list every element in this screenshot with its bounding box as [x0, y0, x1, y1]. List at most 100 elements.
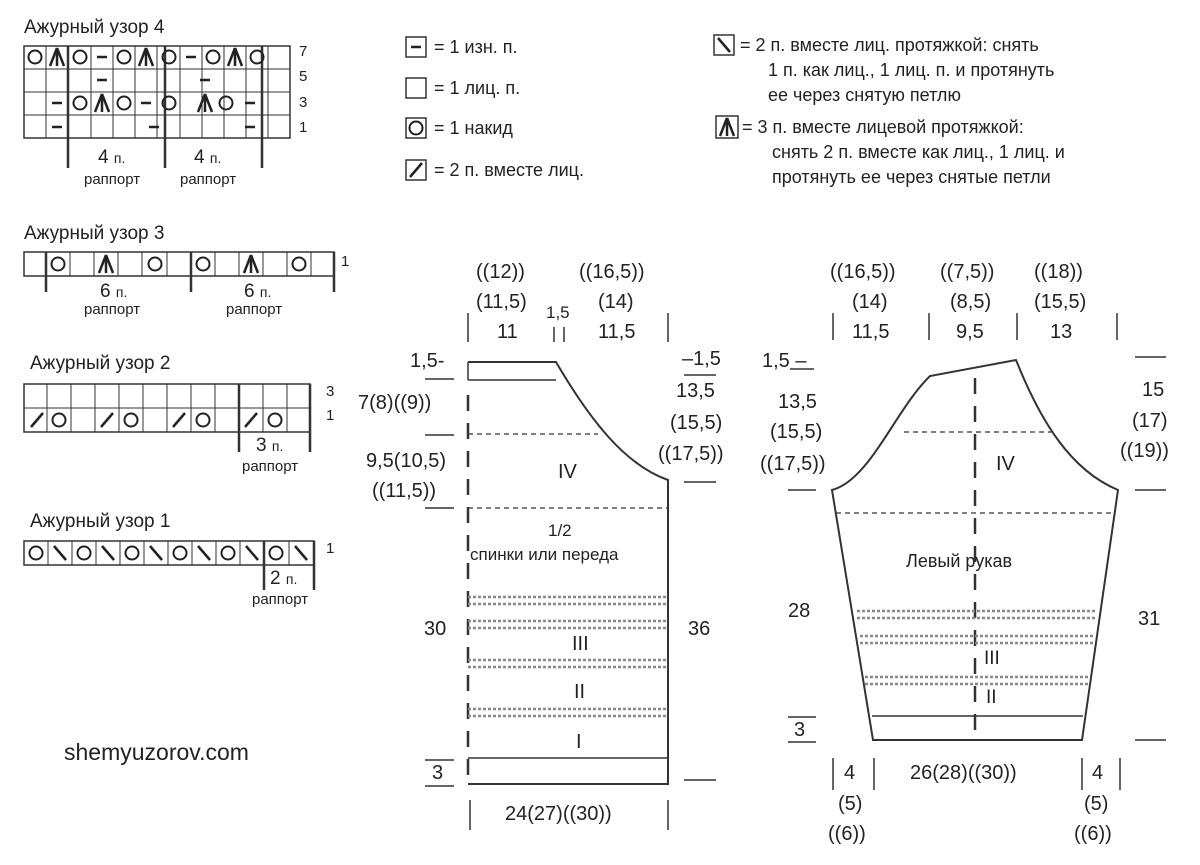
- sleeve-left-top: 1,5 –: [762, 350, 807, 372]
- sleeve-zone-ii: II: [986, 687, 997, 708]
- legend-purl-text: = 1 изн. п.: [434, 37, 518, 57]
- body-right-a2: (15,5): [670, 412, 723, 434]
- legend-cdd-text-3: протянуть ее через снятые петли: [772, 167, 1051, 187]
- body-top-right-2: (14): [598, 291, 634, 313]
- sleeve-top-1c: 11,5: [852, 321, 890, 343]
- body-top-right-3: 11,5: [598, 321, 636, 343]
- legend-skp-text-2: 1 п. как лиц., 1 лиц. п. и протянуть: [768, 60, 1055, 80]
- sleeve-right-a1: 15: [1142, 379, 1165, 401]
- legend-cdd-text-1: = 3 п. вместе лицевой протяжкой:: [742, 117, 1024, 137]
- body-top-left-3: 11: [497, 321, 518, 343]
- body-bottom-width: 24(27)((30)): [505, 803, 612, 825]
- sleeve-left-a1: 13,5: [778, 391, 817, 413]
- legend-k2tog-icon: [405, 159, 427, 181]
- body-right-a3: ((17,5)): [658, 443, 724, 465]
- body-piece-schematic: [425, 313, 716, 830]
- body-left-a: 7(8)((9)): [358, 392, 432, 414]
- legend-cdd-icon: [715, 115, 739, 139]
- legend-skp-text-1: = 2 п. вместе лиц. протяжкой: снять: [740, 35, 1039, 55]
- legend-knit-text: = 1 лиц. п.: [434, 78, 521, 98]
- body-right-a1: 13,5: [676, 380, 715, 402]
- sleeve-zone-iii: III: [984, 648, 1000, 669]
- body-left-d: 3: [432, 762, 444, 784]
- sleeve-top-2b: (8,5): [950, 291, 992, 313]
- legend-yo-icon: [405, 117, 427, 139]
- sleeve-label: Левый рукав: [906, 551, 1013, 571]
- sleeve-right-a3: ((19)): [1120, 440, 1169, 462]
- sleeve-top-3c: 13: [1050, 321, 1073, 343]
- legend-skp-icon: [713, 34, 735, 56]
- pattern-3-row-1: 1: [341, 253, 350, 270]
- body-top-left-2: (11,5): [476, 291, 527, 313]
- body-zone-iv: IV: [558, 461, 577, 483]
- body-left-top: 1,5-: [410, 350, 445, 372]
- sleeve-bottom-l2: (5): [838, 793, 863, 815]
- legend-yo-text: = 1 накид: [434, 118, 513, 138]
- sleeve-bottom-r1: 4: [1092, 762, 1104, 784]
- sleeve-top-1b: (14): [852, 291, 888, 313]
- legend-knit-icon: [405, 77, 427, 99]
- pattern-1-repeat-label: раппорт: [252, 591, 309, 608]
- pattern-chart-2: [23, 383, 312, 452]
- pattern-3-repeat-count-b: 6 п.: [244, 281, 272, 302]
- body-label-piece: спинки или переда: [470, 545, 619, 564]
- pattern-1-title: Ажурный узор 1: [30, 511, 171, 532]
- sleeve-left-c: 3: [794, 719, 806, 741]
- sleeve-top-3a: ((18)): [1034, 261, 1083, 283]
- website-label: shemyuzorov.com: [64, 739, 249, 765]
- pattern-2-repeat-count: 3 п.: [256, 435, 284, 456]
- body-left-b2: ((11,5)): [372, 480, 437, 502]
- pattern-1-repeat-count: 2 п.: [270, 568, 298, 589]
- body-label-half: 1/2: [548, 521, 572, 540]
- sleeve-bottom-l1: 4: [844, 762, 856, 784]
- sleeve-schematic: [788, 313, 1166, 790]
- sleeve-zone-iv: IV: [996, 453, 1015, 475]
- pattern-3-repeat-count-a: 6 п.: [100, 281, 128, 302]
- body-zone-ii: II: [574, 681, 586, 703]
- pattern-4-row-1: 1: [299, 119, 308, 136]
- pattern-4-repeat-count-b: 4 п.: [194, 147, 222, 168]
- pattern-3-repeat-label-b: раппорт: [226, 301, 283, 318]
- sleeve-left-a3: ((17,5)): [760, 453, 826, 475]
- pattern-3-title: Ажурный узор 3: [24, 223, 165, 244]
- sleeve-bottom-mid: 26(28)((30)): [910, 762, 1017, 784]
- sleeve-bottom-r2: (5): [1084, 793, 1109, 815]
- pattern-4-row-7: 7: [299, 43, 308, 60]
- sleeve-left-a2: (15,5): [770, 421, 823, 443]
- sleeve-left-b: 28: [788, 600, 811, 622]
- pattern-2-repeat-label: раппорт: [242, 458, 299, 475]
- pattern-2-title: Ажурный узор 2: [30, 353, 171, 374]
- body-right-b: 36: [688, 618, 711, 640]
- legend-skp-text-3: ее через снятую петлю: [768, 85, 961, 105]
- body-left-c: 30: [424, 618, 447, 640]
- sleeve-top-2c: 9,5: [956, 321, 984, 343]
- pattern-chart-4: [23, 45, 291, 168]
- sleeve-right-a2: (17): [1132, 410, 1168, 432]
- body-right-top: –1,5: [682, 348, 721, 370]
- pattern-2-row-1: 1: [326, 407, 335, 424]
- pattern-1-row-1: 1: [326, 540, 335, 557]
- legend-cdd-text-2: снять 2 п. вместе как лиц., 1 лиц. и: [772, 142, 1065, 162]
- body-top-left-1: ((12)): [476, 261, 525, 283]
- body-zone-iii: III: [572, 633, 589, 655]
- legend-k2tog-text: = 2 п. вместе лиц.: [434, 160, 584, 180]
- sleeve-bottom-r3: ((6)): [1074, 823, 1112, 845]
- legend-purl-icon: [405, 36, 427, 58]
- sleeve-bottom-l3: ((6)): [828, 823, 866, 845]
- pattern-4-title: Ажурный узор 4: [24, 17, 165, 38]
- body-left-b1: 9,5(10,5): [366, 450, 447, 472]
- pattern-2-row-3: 3: [326, 383, 335, 400]
- pattern-4-repeat-count-a: 4 п.: [98, 147, 126, 168]
- pattern-4-repeat-label-a: раппорт: [84, 171, 141, 188]
- pattern-chart-3: [23, 251, 336, 292]
- sleeve-top-1a: ((16,5)): [830, 261, 896, 283]
- sleeve-top-2a: ((7,5)): [940, 261, 995, 283]
- sleeve-top-3b: (15,5): [1034, 291, 1087, 313]
- body-top-right-1: ((16,5)): [579, 261, 645, 283]
- pattern-4-repeat-label-b: раппорт: [180, 171, 237, 188]
- pattern-4-row-3: 3: [299, 94, 308, 111]
- body-top-mid: 1,5: [546, 303, 570, 322]
- pattern-chart-1: [23, 540, 316, 590]
- pattern-4-row-5: 5: [299, 68, 308, 85]
